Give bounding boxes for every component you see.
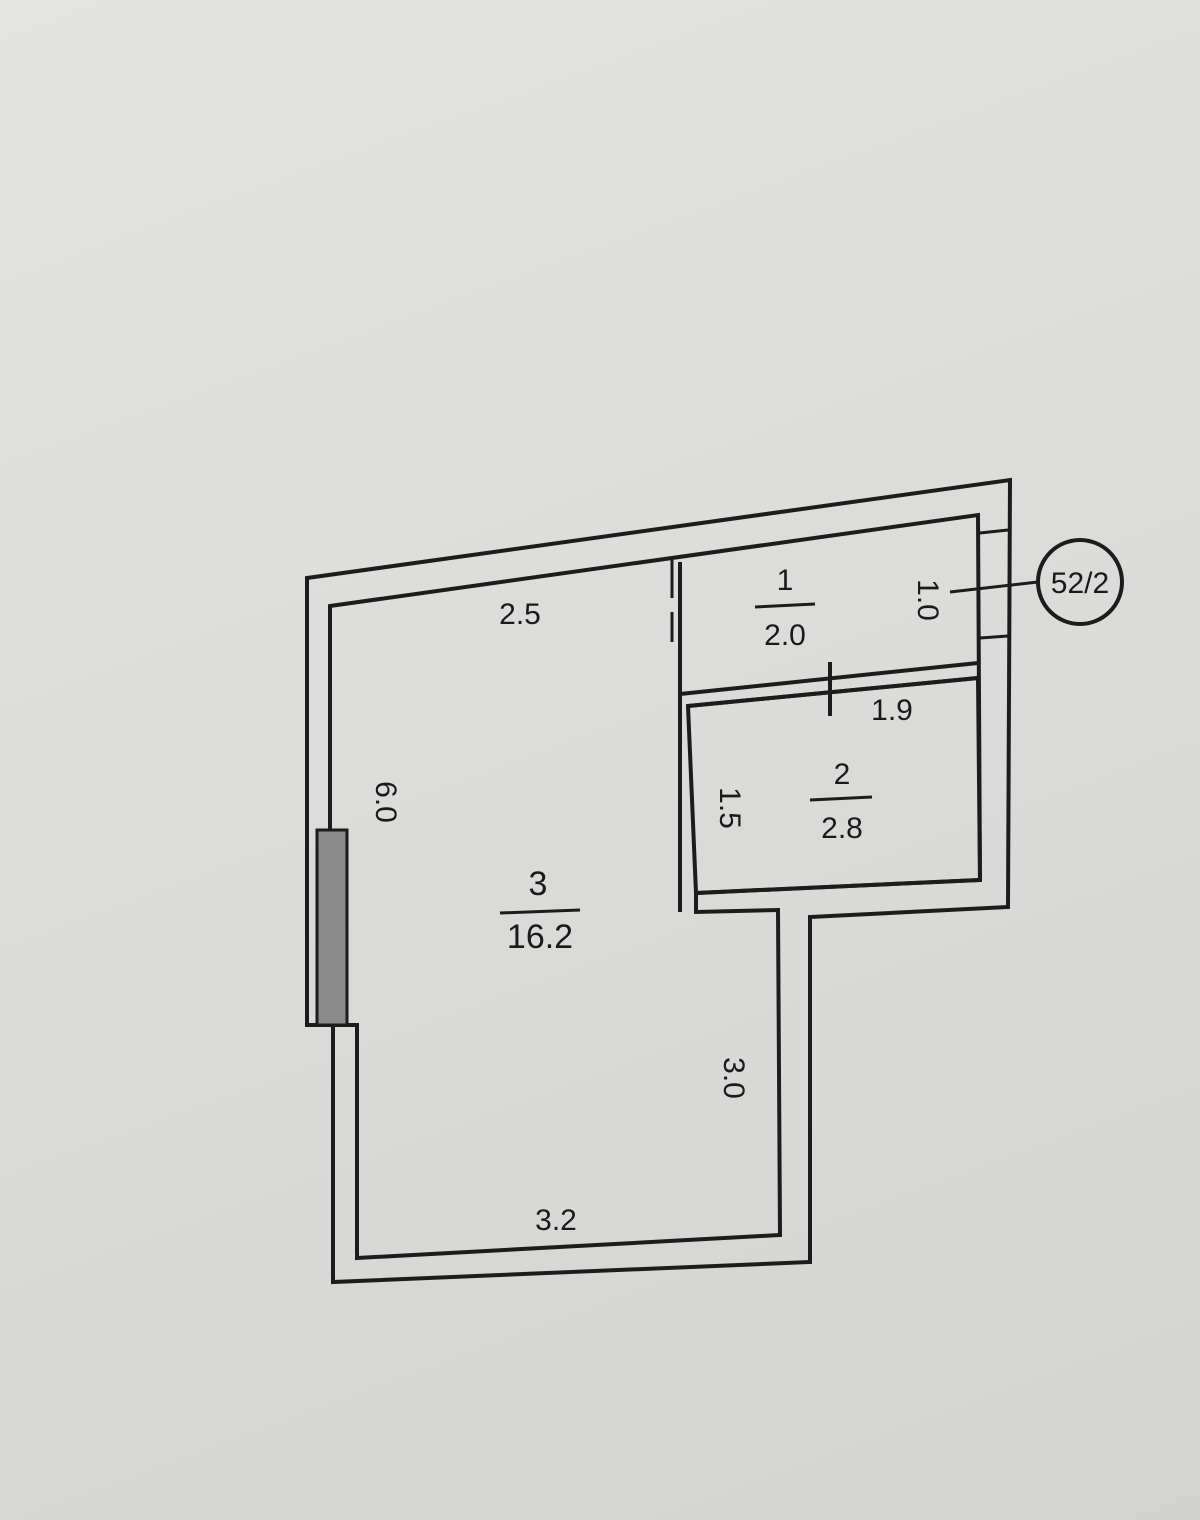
room3-fraction-line (499, 908, 581, 915)
room3-left-dimension: 6.0 (369, 781, 402, 823)
room3-number: 3 (529, 865, 548, 903)
window (315, 828, 349, 1027)
room2-area: 2.8 (821, 812, 863, 845)
right-wall-mark-2 (979, 634, 1009, 640)
room1-number: 1 (777, 564, 794, 597)
room3-bottom-dimension: 3.2 (535, 1204, 577, 1237)
room2-walls (685, 675, 983, 896)
room2-number: 2 (834, 758, 851, 791)
tag-leader-line (949, 580, 1039, 594)
outer-wall (305, 477, 1013, 1285)
room1-area: 2.0 (764, 619, 806, 652)
room2-top-dimension: 1.9 (871, 694, 913, 727)
room3-top-dimension: 2.5 (499, 598, 541, 631)
room2-left-dimension: 1.5 (713, 787, 746, 829)
room3-area: 16.2 (507, 918, 573, 956)
right-wall-mark-1 (979, 528, 1009, 535)
room1-side-dimension: 1.0 (911, 579, 944, 621)
room2-fraction-line (809, 795, 873, 802)
room3-right-dimension: 3.0 (717, 1057, 750, 1099)
room1-fraction-line (754, 602, 816, 609)
apartment-tag-circle (1036, 538, 1124, 626)
inner-wall (328, 512, 983, 1261)
apartment-tag: 52/2 (1051, 567, 1109, 600)
